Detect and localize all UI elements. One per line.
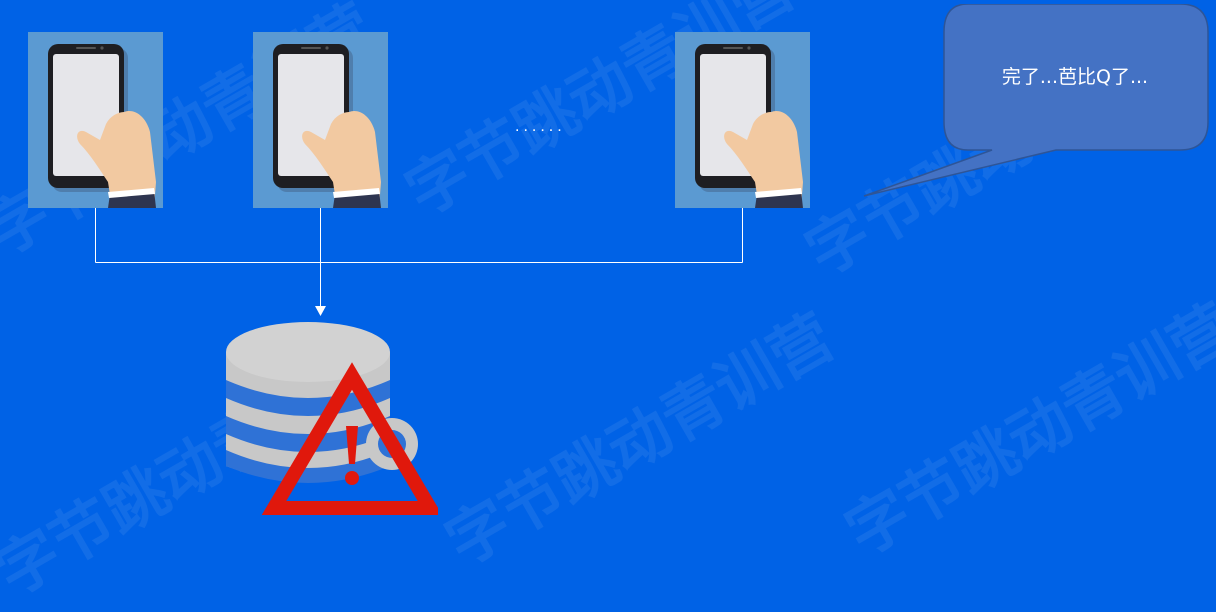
phone-card-2 bbox=[253, 32, 388, 208]
phone-in-hand-icon bbox=[695, 44, 803, 208]
phone-in-hand-icon bbox=[48, 44, 156, 208]
phone-card-3 bbox=[675, 32, 810, 208]
connector-lines bbox=[95, 208, 743, 316]
speech-bubble-text: 完了...芭比Q了... bbox=[1001, 66, 1149, 88]
database-icon bbox=[226, 322, 418, 483]
speech-bubble bbox=[863, 4, 1209, 197]
database-warning bbox=[226, 322, 438, 515]
phone-card-1 bbox=[28, 32, 163, 208]
arrow-head bbox=[315, 306, 326, 316]
ellipsis-more-phones: ...... bbox=[515, 118, 566, 135]
phone-in-hand-icon bbox=[273, 44, 381, 208]
warning-icon bbox=[261, 362, 438, 515]
